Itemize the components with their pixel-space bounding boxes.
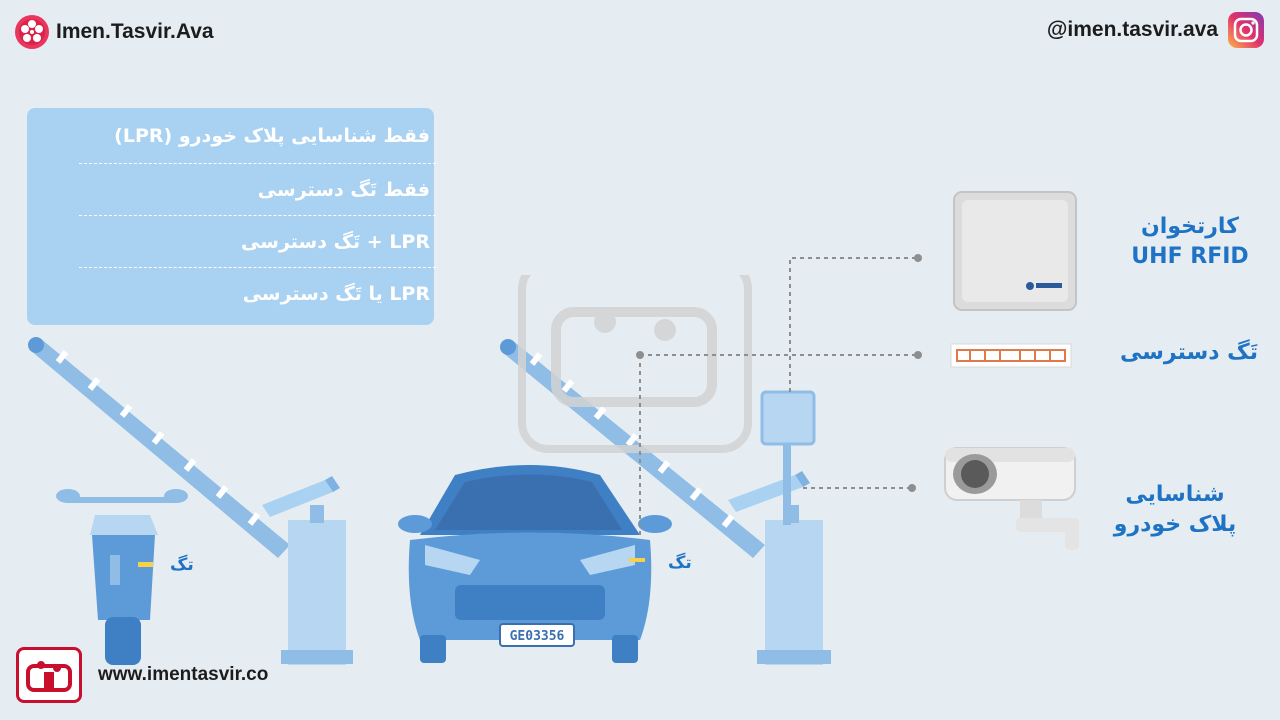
license-plate-text: GE03356 [510, 629, 565, 644]
connector-lines [639, 257, 918, 540]
access-tag-label: تَگ دسترسی [1120, 340, 1258, 365]
right-barrier-post [728, 471, 831, 665]
instagram-icon[interactable] [1228, 12, 1264, 48]
film-reel-icon [15, 15, 49, 49]
website-link[interactable]: www.imentasvir.co [98, 664, 269, 685]
uhf-rfid-reader-device [953, 191, 1077, 311]
left-barrier-post [262, 476, 353, 665]
brand-header-right[interactable]: @imen.tasvir.ava [1047, 12, 1264, 48]
divider [79, 267, 436, 268]
company-logo [16, 647, 82, 703]
lpr-label-line1: شناسایی [1125, 482, 1225, 507]
uhf-rfid-reader-label-line2: UHF RFID [1131, 244, 1249, 269]
option-lpr-and-tag: LPR + تَگ دسترسی [241, 231, 430, 253]
uhf-rfid-reader-label-line1: کارتخوان [1141, 214, 1239, 239]
option-tag-only: فقط تَگ دسترسی [257, 179, 430, 201]
left-barrier-arm [28, 337, 290, 558]
brand-name: Imen.Tasvir.Ava [56, 20, 214, 43]
lpr-label: شناسایی پلاک خودرو [1100, 480, 1250, 540]
footer: www.imentasvir.co [16, 647, 268, 703]
option-lpr-or-tag: LPR یا تَگ دسترسی [242, 283, 430, 305]
rfid-reader-pole [760, 390, 816, 525]
divider [79, 163, 436, 164]
motorcycle-tag-label: تگ [170, 555, 194, 575]
watermark-logo [518, 248, 752, 453]
uhf-rfid-reader-label: کارتخوان UHF RFID [1110, 212, 1270, 272]
option-lpr-only: فقط شناسایی پلاک خودرو (LPR) [114, 125, 430, 147]
company-logo-icon [26, 661, 72, 692]
instagram-handle[interactable]: @imen.tasvir.ava [1046, 18, 1218, 41]
lpr-camera-device [944, 447, 1079, 550]
car-tag-label: تگ [668, 553, 692, 573]
access-tag-device [950, 343, 1072, 368]
lpr-label-line2: پلاک خودرو [1113, 512, 1237, 537]
options-panel: فقط شناسایی پلاک خودرو (LPR) فقط تَگ دست… [27, 108, 436, 325]
brand-header-left: Imen.Tasvir.Ava [14, 14, 214, 50]
car-illustration [398, 465, 672, 663]
divider [79, 215, 436, 216]
motorcycle-illustration [56, 489, 188, 665]
